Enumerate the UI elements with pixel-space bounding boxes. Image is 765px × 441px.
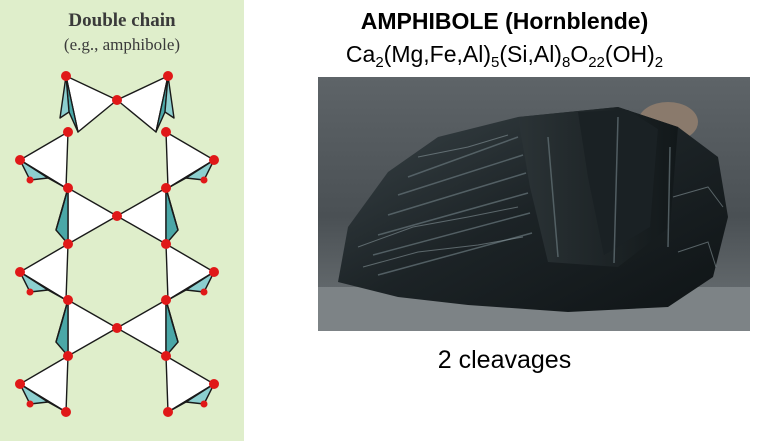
formula-part: O	[570, 41, 589, 67]
oxygen-atom	[26, 288, 34, 296]
double-chain-diagram	[15, 71, 219, 417]
oxygen-atom	[161, 239, 171, 249]
oxygen-atom	[63, 239, 73, 249]
oxygen-atom	[112, 95, 122, 105]
formula-subscript: 2	[375, 54, 384, 71]
tetrahedron	[165, 355, 215, 413]
formula-subscript: 22	[588, 54, 605, 71]
diagram-subtitle: (e.g., amphibole)	[63, 35, 181, 54]
oxygen-atom	[112, 323, 122, 333]
oxygen-atom	[200, 288, 208, 296]
formula-part: (OH)	[604, 41, 655, 67]
tetrahedron	[55, 187, 118, 245]
formula-part: (Si,Al)	[499, 41, 562, 67]
oxygen-atom	[209, 155, 219, 165]
oxygen-atom	[63, 351, 73, 361]
oxygen-atom	[209, 379, 219, 389]
tetrahedron	[116, 299, 179, 357]
oxygen-atoms	[15, 71, 219, 417]
tetrahedron	[19, 243, 69, 301]
formula-part: Ca	[345, 41, 376, 67]
hornblende-photo	[318, 77, 750, 331]
tetrahedron	[19, 131, 69, 189]
oxygen-atom	[63, 127, 73, 137]
formula-subscript: 5	[491, 54, 500, 71]
oxygen-atom	[63, 295, 73, 305]
oxygen-atom	[163, 71, 173, 81]
tetrahedron	[165, 131, 215, 189]
tetrahedron	[116, 75, 175, 133]
oxygen-atom	[15, 267, 25, 277]
oxygen-atom	[209, 267, 219, 277]
chemical-formula: Ca2(Mg,Fe,Al)5(Si,Al)8O22(OH)2	[244, 41, 765, 71]
cleavage-caption: 2 cleavages	[437, 346, 572, 374]
oxygen-atom	[15, 155, 25, 165]
oxygen-atom	[63, 183, 73, 193]
oxygen-atom	[161, 295, 171, 305]
oxygen-atom	[26, 176, 34, 184]
diagram-title: Double chain	[68, 10, 176, 31]
oxygen-atom	[61, 407, 71, 417]
oxygen-atom	[26, 400, 34, 408]
formula-part: (Mg,Fe,Al)	[383, 41, 492, 67]
formula-subscript: 2	[654, 54, 664, 71]
double-chain-panel: Double chain (e.g., amphibole)	[0, 0, 244, 441]
oxygen-atom	[161, 183, 171, 193]
tetrahedron	[59, 75, 118, 133]
oxygen-atom	[163, 407, 173, 417]
oxygen-atom	[15, 379, 25, 389]
oxygen-atom	[61, 71, 71, 81]
tetrahedron	[116, 187, 179, 245]
tetrahedron	[55, 299, 118, 357]
mineral-title: AMPHIBOLE (Hornblende)	[360, 8, 649, 34]
hornblende-specimen-image	[318, 77, 750, 331]
oxygen-atom	[161, 127, 171, 137]
oxygen-atom	[161, 351, 171, 361]
tetrahedron	[19, 355, 69, 413]
oxygen-atom	[112, 211, 122, 221]
oxygen-atom	[200, 400, 208, 408]
oxygen-atom	[200, 176, 208, 184]
tetrahedron	[165, 243, 215, 301]
formula-subscript: 8	[561, 54, 571, 71]
tetrahedra	[19, 75, 215, 413]
